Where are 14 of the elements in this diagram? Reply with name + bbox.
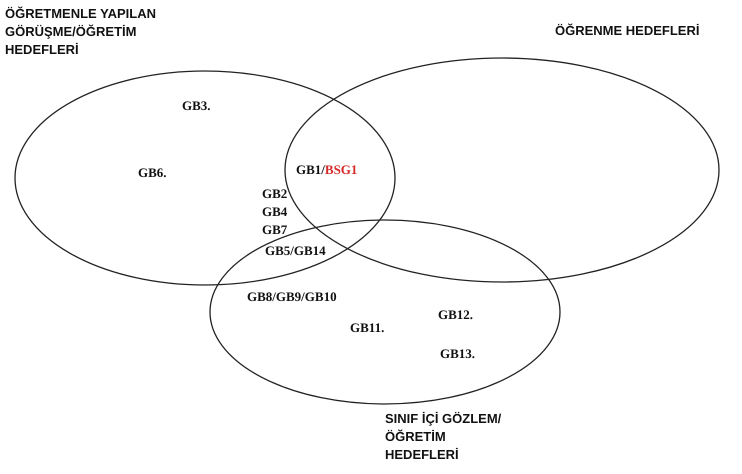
region-label: GB13. (440, 346, 476, 362)
region-label: GB7 (262, 222, 288, 238)
region-label: GB8/GB9/GB10 (247, 289, 337, 305)
region-label: GB2 (262, 186, 288, 202)
set-heading: ÖĞRENME HEDEFLERİ (555, 22, 700, 40)
region-label: GB3. (182, 98, 211, 114)
region-label: GB5/GB14 (265, 243, 326, 259)
region-label: GB11. (350, 320, 384, 336)
region-label: GB6. (138, 165, 167, 181)
region-label: GB12. (438, 307, 474, 323)
region-label: GB1/BSG1 (296, 162, 358, 178)
region-label: GB4 (262, 204, 288, 220)
set-heading: ÖĞRETMENLE YAPILAN GÖRÜŞME/ÖĞRETİM HEDEFLERİ (5, 5, 157, 59)
set-heading: SINIF İÇİ GÖZLEM/ÖĞRETİM HEDEFLERİ (385, 410, 502, 464)
